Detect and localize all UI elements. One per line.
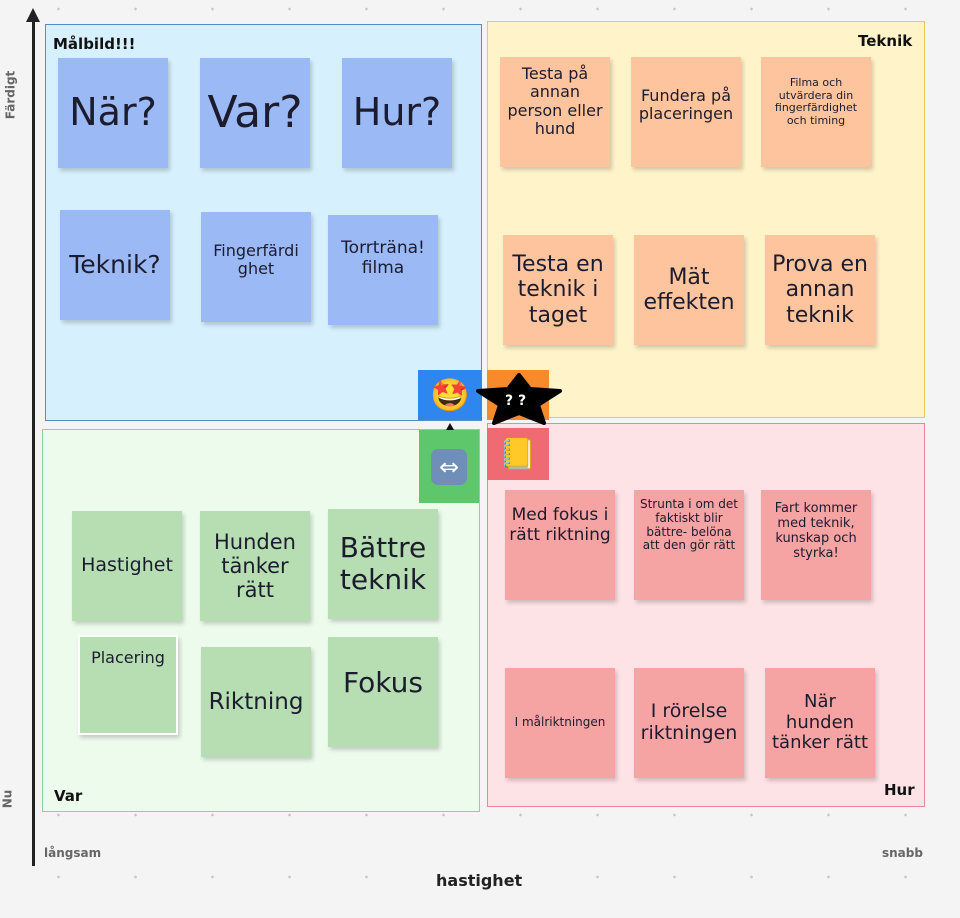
sticky-note[interactable]: Torrträna! filma	[328, 215, 438, 325]
y-axis-top-label: Färdigt	[3, 70, 18, 120]
connector-arrow-icon	[446, 423, 454, 430]
sticky-note[interactable]: Riktning	[201, 647, 311, 757]
sticky-note[interactable]: Testa en teknik i taget	[503, 235, 613, 345]
region-label-malbild: Målbild!!!	[53, 35, 136, 53]
notebook-icon[interactable]: 📒	[487, 428, 549, 480]
sticky-note[interactable]: Prova en annan teknik	[765, 235, 875, 345]
region-label-teknik: Teknik	[858, 32, 913, 50]
y-axis-line	[32, 18, 35, 866]
x-axis-right-label: snabb	[882, 846, 923, 860]
sticky-note[interactable]: Med fokus i rätt riktning	[505, 490, 615, 600]
sticky-note[interactable]: Placering	[78, 635, 178, 735]
sticky-note[interactable]: Filma och utvärdera din fingerfärdighet …	[761, 57, 871, 167]
y-axis-bottom-label: Nu	[0, 789, 15, 809]
sticky-note[interactable]: Fundera på placeringen	[631, 57, 741, 167]
sticky-note[interactable]: Hur?	[342, 58, 452, 168]
sticky-note[interactable]: Teknik?	[60, 210, 170, 320]
sticky-note[interactable]: Fingerfärdi ghet	[201, 212, 311, 322]
x-axis-left-label: långsam	[44, 846, 102, 860]
sticky-note[interactable]: Fart kommer med teknik, kunskap och styr…	[761, 490, 871, 600]
region-label-var: Var	[54, 787, 83, 805]
sticky-note[interactable]: Fokus	[328, 637, 438, 747]
sticky-note[interactable]: Mät effekten	[634, 235, 744, 345]
sticky-note[interactable]: När hunden tänker rätt	[765, 668, 875, 778]
sticky-note[interactable]: Testa på annan person eller hund	[500, 57, 610, 167]
x-axis-title: hastighet	[436, 871, 523, 890]
y-axis-arrow-icon	[26, 8, 40, 22]
sticky-note[interactable]: När?	[58, 58, 168, 168]
sticky-note[interactable]: I målriktningen	[505, 668, 615, 778]
region-label-hur: Hur	[884, 781, 915, 799]
black-star-icon[interactable]	[476, 373, 562, 425]
sticky-note[interactable]: Hunden tänker rätt	[200, 511, 310, 621]
sticky-note[interactable]: Var?	[200, 58, 310, 168]
sticky-note[interactable]: Hastighet	[72, 511, 182, 621]
sticky-note[interactable]: Strunta i om det faktiskt blir bättre- b…	[634, 490, 744, 600]
star-label: ? ?	[505, 393, 527, 409]
left-right-arrow-icon[interactable]: ⇔	[419, 430, 479, 503]
sticky-note[interactable]: Bättre teknik	[328, 509, 438, 619]
star-struck-emoji-icon[interactable]: 🤩	[418, 370, 482, 420]
sticky-note[interactable]: I rörelse riktningen	[634, 668, 744, 778]
